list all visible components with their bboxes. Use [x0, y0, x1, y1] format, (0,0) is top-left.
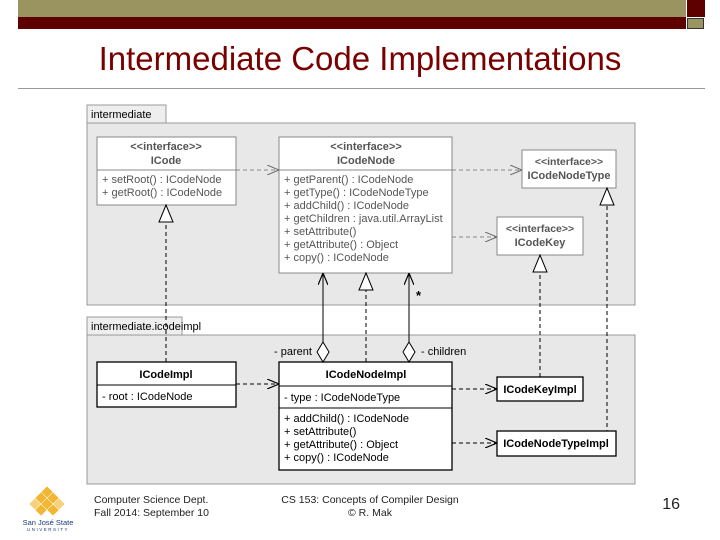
svg-text:ICodeNodeTypeImpl: ICodeNodeTypeImpl — [503, 438, 609, 450]
svg-text:+ addChild() : ICodeNode: + addChild() : ICodeNode — [284, 200, 409, 212]
svg-text:UNIVERSITY: UNIVERSITY — [27, 527, 69, 532]
svg-text:ICodeNode: ICodeNode — [337, 155, 395, 167]
svg-text:ICode: ICode — [151, 155, 182, 167]
svg-text:San José State: San José State — [23, 518, 74, 527]
svg-text:+ setAttribute(): + setAttribute() — [284, 226, 356, 238]
svg-text:+ setAttribute(): + setAttribute() — [284, 426, 356, 438]
svg-text:+ setRoot() : ICodeNode: + setRoot() : ICodeNode — [102, 174, 222, 186]
svg-text:ICodeKeyImpl: ICodeKeyImpl — [503, 384, 576, 396]
svg-text:+ getParent() : ICodeNode: + getParent() : ICodeNode — [284, 174, 413, 186]
footer-center: CS 153: Concepts of Compiler Design © R.… — [250, 494, 490, 520]
package-label: intermediate — [91, 109, 152, 121]
page-number: 16 — [662, 496, 680, 513]
class-icodenodetype: <<interface>> ICodeNodeType — [521, 149, 617, 189]
impl-dependency-arrows — [236, 384, 497, 443]
parent-label: - parent — [274, 346, 312, 358]
children-label: - children — [421, 346, 466, 358]
svg-text:+ copy() : ICodeNode: + copy() : ICodeNode — [284, 452, 389, 464]
svg-text:ICodeImpl: ICodeImpl — [139, 369, 192, 381]
dependency-arrows — [236, 170, 522, 237]
class-icodekey: <<interface>> ICodeKey — [496, 216, 584, 256]
class-icodenodeimpl: ICodeNodeImpl - type : ICodeNodeType + a… — [278, 361, 453, 471]
university-logo: San José State UNIVERSITY — [18, 486, 82, 532]
svg-text:+ getChildren : java.util.Arra: + getChildren : java.util.ArrayList — [284, 213, 443, 225]
class-icodekeyimpl: ICodeKeyImpl — [496, 376, 584, 402]
svg-text:ICodeNodeImpl: ICodeNodeImpl — [326, 369, 407, 381]
svg-text:- root : ICodeNode: - root : ICodeNode — [102, 391, 193, 403]
multiplicity-label: * — [416, 288, 422, 303]
association-parent — [316, 273, 330, 363]
svg-text:<<interface>>: <<interface>> — [506, 223, 574, 235]
header-bar-olive — [18, 0, 686, 17]
svg-text:ICodeKey: ICodeKey — [515, 237, 567, 249]
logo-mark-icon: San José State UNIVERSITY — [23, 486, 74, 532]
class-icodenode: <<interface>> ICodeNode + getParent() : … — [278, 136, 453, 274]
class-icodeimpl: ICodeImpl - root : ICodeNode — [96, 361, 237, 408]
title-divider — [18, 88, 705, 89]
footer-course: CS 153: Concepts of Compiler Design — [281, 494, 459, 506]
svg-text:- type : ICodeNodeType: - type : ICodeNodeType — [284, 392, 400, 404]
class-icodenodetypeimpl: ICodeNodeTypeImpl — [496, 430, 617, 457]
slide-title: Intermediate Code Implementations — [98, 40, 622, 77]
svg-text:+ getAttribute() : Object: + getAttribute() : Object — [284, 439, 398, 451]
footer-date: Fall 2014: September 10 — [94, 507, 209, 519]
realization-arrows — [158, 186, 615, 432]
svg-text:<<interface>>: <<interface>> — [130, 141, 202, 153]
header-bar-red — [18, 17, 686, 29]
package-label: intermediate.icodeimpl — [91, 321, 201, 333]
header-square-olive — [687, 18, 704, 29]
svg-text:+ getAttribute() : Object: + getAttribute() : Object — [284, 239, 398, 251]
svg-text:<<interface>>: <<interface>> — [330, 141, 402, 153]
svg-text:+ getRoot() : ICodeNode: + getRoot() : ICodeNode — [102, 187, 222, 199]
svg-text:<<interface>>: <<interface>> — [535, 156, 603, 168]
footer-author: © R. Mak — [348, 507, 392, 519]
footer-left: Computer Science Dept. Fall 2014: Septem… — [94, 494, 209, 520]
svg-text:ICodeNodeType: ICodeNodeType — [528, 170, 611, 182]
class-icode: <<interface>> ICode + setRoot() : ICodeN… — [96, 136, 237, 206]
svg-text:+ getType() : ICodeNodeType: + getType() : ICodeNodeType — [284, 187, 429, 199]
svg-text:+ copy() : ICodeNode: + copy() : ICodeNode — [284, 252, 389, 264]
association-children — [402, 273, 416, 363]
svg-text:+ addChild() : ICodeNode: + addChild() : ICodeNode — [284, 413, 409, 425]
footer-dept: Computer Science Dept. — [94, 494, 209, 506]
header-square-red — [687, 0, 705, 17]
